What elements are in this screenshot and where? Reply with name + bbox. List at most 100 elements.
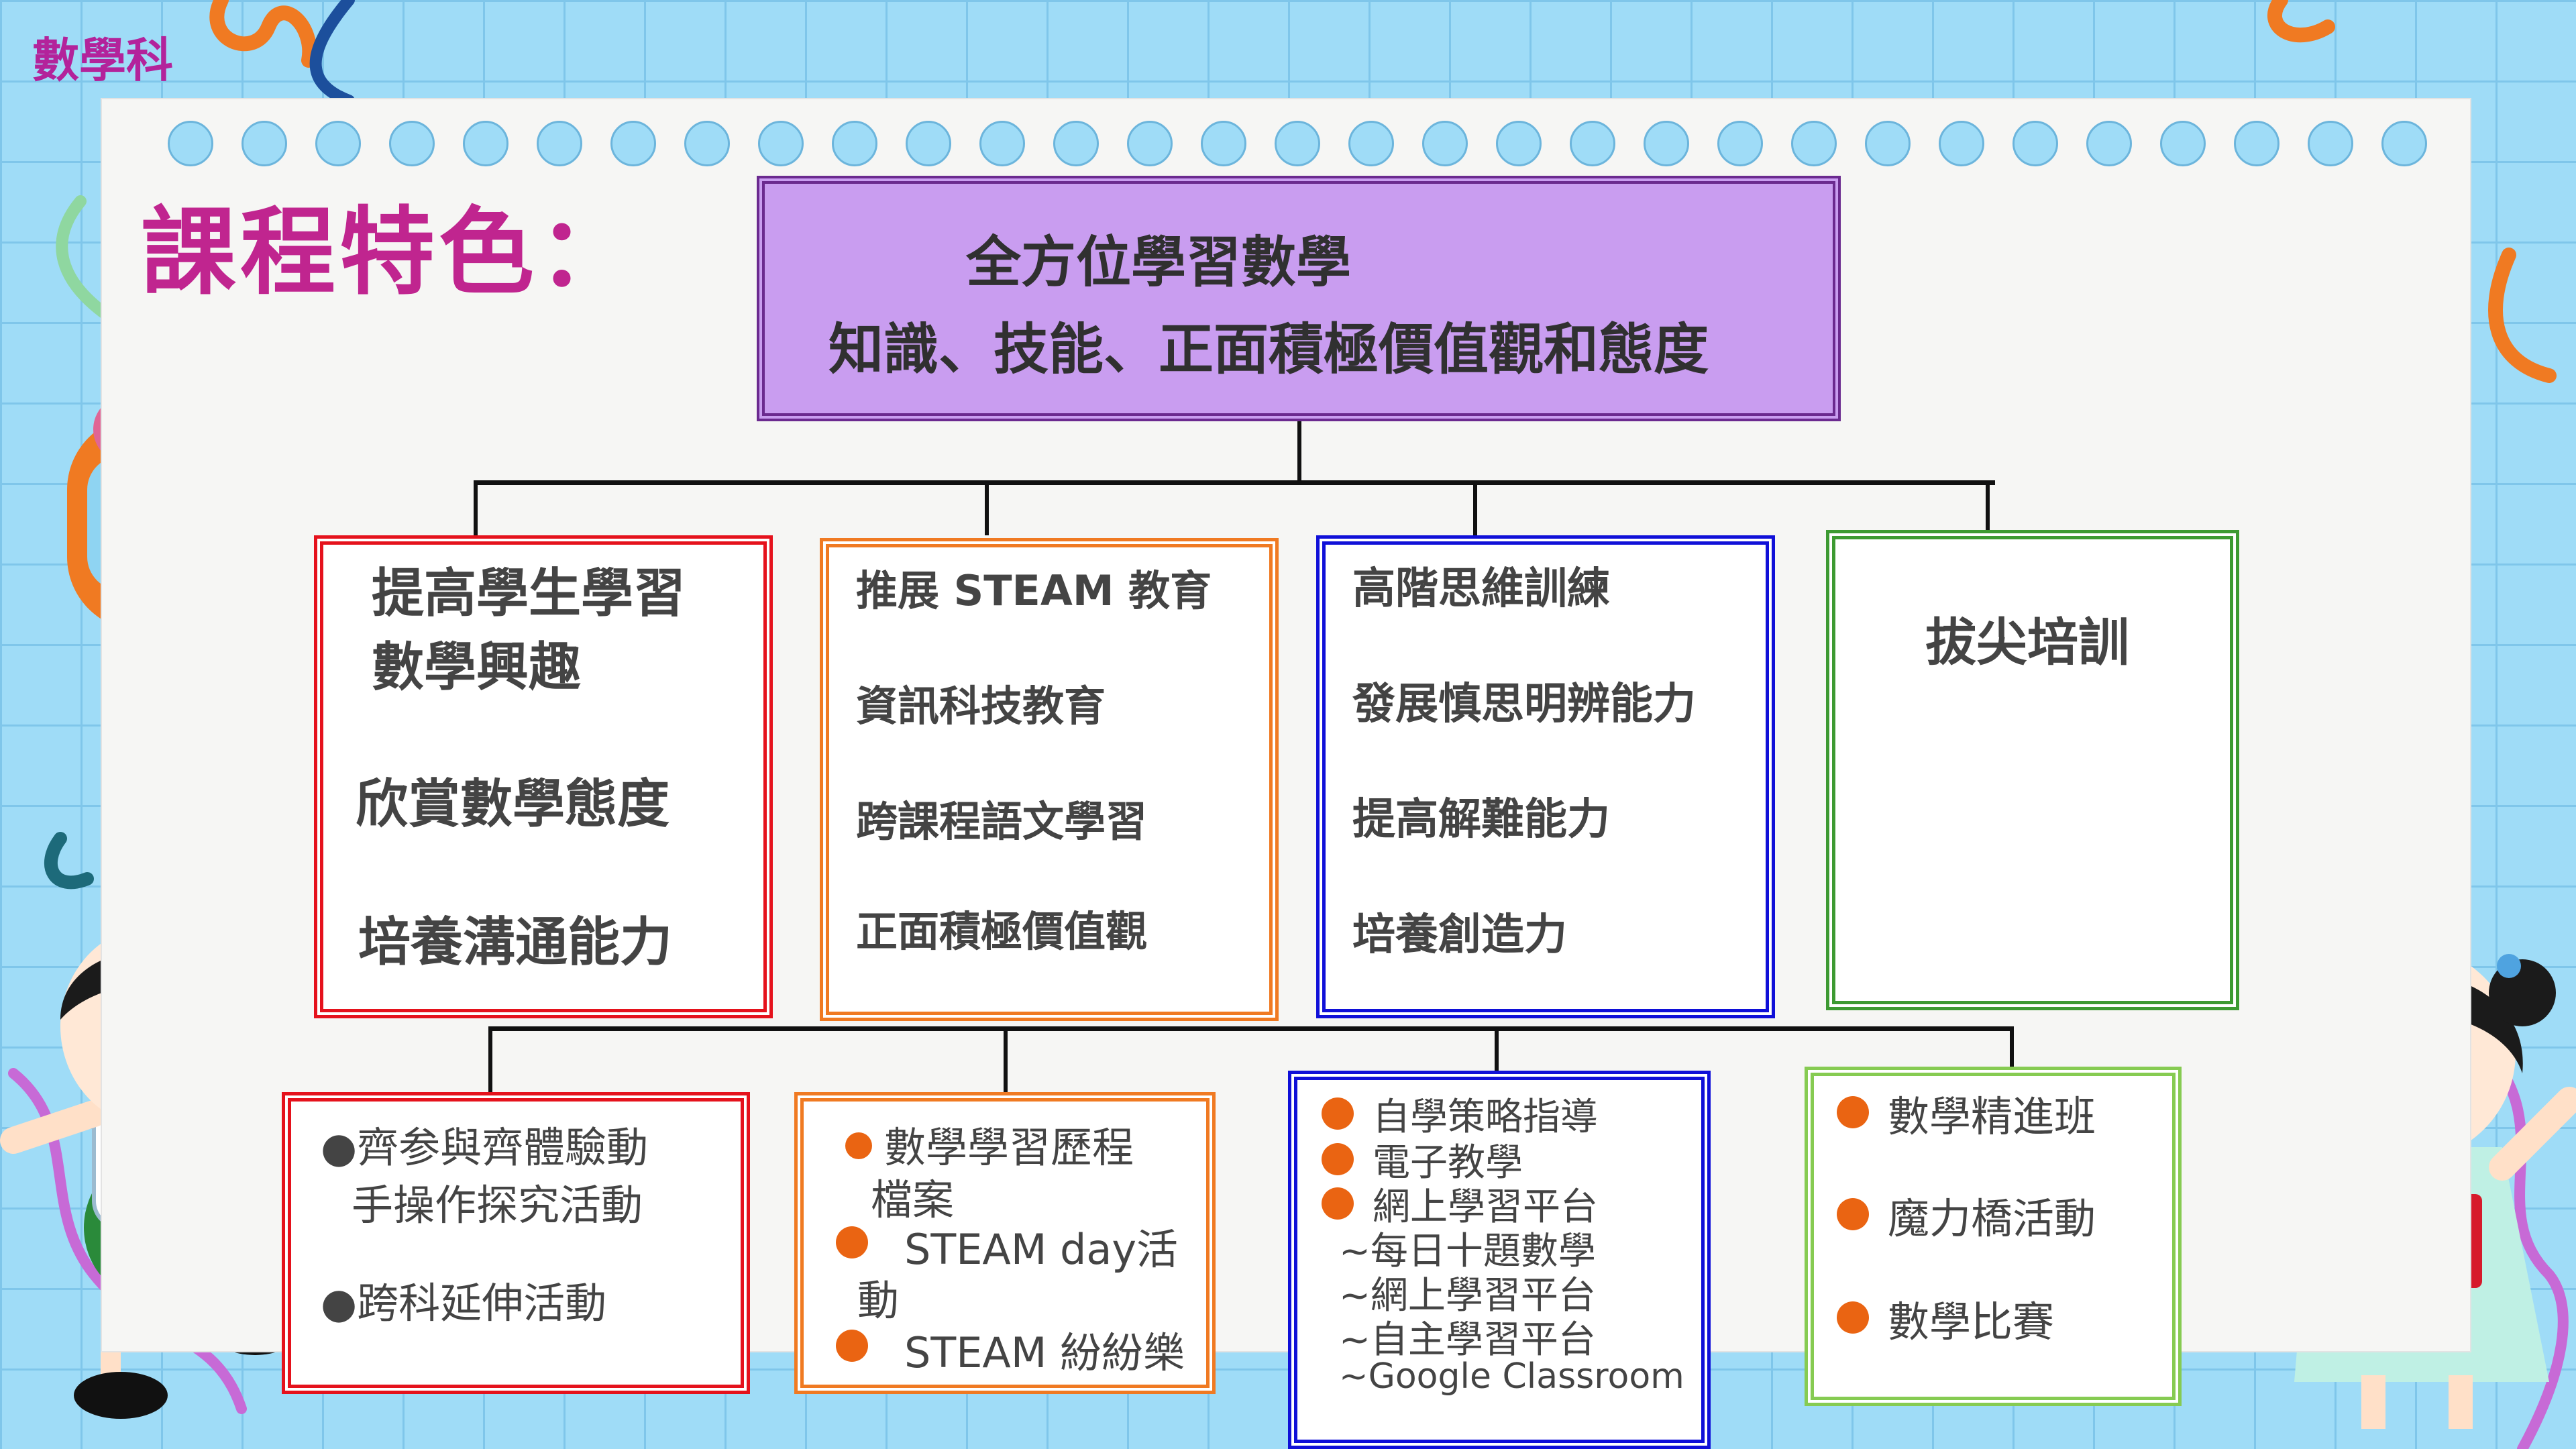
activity-box-4: 數學精進班 魔力橋活動 數學比賽: [1805, 1067, 2182, 1406]
activity-item: 檔案: [871, 1175, 955, 1224]
goal-item: 數學興趣: [372, 637, 582, 698]
goal-item: 推展 STEAM 教育: [856, 566, 1212, 615]
notebook-hole: [1570, 121, 1615, 166]
notebook-hole: [1644, 121, 1689, 166]
goal-item: 發展慎思明辨能力: [1352, 680, 1696, 729]
bullet-dot: [836, 1226, 868, 1258]
notebook-hole: [537, 121, 582, 166]
activity-item: ●齊参與齊體驗動: [321, 1123, 649, 1172]
bullet-dot: [845, 1132, 872, 1159]
goal-item: 培養創造力: [1352, 910, 1567, 960]
connector-line: [488, 1026, 2014, 1031]
activity-item: STEAM day活: [904, 1225, 1179, 1274]
activity-item: ~Google Classroom: [1339, 1356, 1684, 1397]
goal-item: 培養溝通能力: [358, 912, 673, 973]
notebook-hole: [2160, 121, 2206, 166]
activity-box-2: 數學學習歷程 檔案 STEAM day活 動 STEAM 紛紛樂: [794, 1092, 1216, 1394]
goal-item: 高階思維訓練: [1352, 564, 1610, 614]
ribbon-teal-left: [44, 832, 94, 890]
connector-line: [474, 480, 1995, 485]
bullet-dot: [836, 1330, 868, 1362]
notebook-hole: [1717, 121, 1763, 166]
notebook-hole: [1939, 121, 1984, 166]
notebook-holes: [168, 121, 2427, 181]
notebook-hole: [979, 121, 1025, 166]
subject-label: 數學科: [32, 33, 173, 88]
activity-item: 動: [857, 1276, 900, 1325]
notebook-hole: [463, 121, 508, 166]
notebook-hole: [2012, 121, 2058, 166]
activity-item: 網上學習平台: [1373, 1185, 1598, 1229]
notebook-hole: [1791, 121, 1837, 166]
notebook-hole: [906, 121, 951, 166]
goal-item: 提高解難能力: [1352, 795, 1610, 845]
activity-item: ~網上學習平台: [1339, 1274, 1596, 1318]
notebook-hole: [168, 121, 213, 166]
top-box-subtitle: 知識、技能、正面積極價值觀和態度: [828, 318, 1709, 382]
goal-box-thinking: 高階思維訓練 發展慎思明辨能力 提高解難能力 培養創造力: [1316, 535, 1775, 1018]
activity-item: ●跨科延伸活動: [321, 1279, 607, 1328]
notebook-hole: [1348, 121, 1394, 166]
connector-line: [1297, 421, 1301, 483]
page-heading: 課程特色：: [141, 197, 637, 308]
notebook-hole: [1275, 121, 1320, 166]
notebook-hole: [758, 121, 804, 166]
activity-item: 數學精進班: [1888, 1092, 2096, 1141]
ribbon-orange-top-right: [2267, 0, 2335, 43]
notebook-hole: [241, 121, 287, 166]
notebook-hole: [2308, 121, 2353, 166]
notebook-hole: [1053, 121, 1099, 166]
activity-item: ~每日十題數學: [1339, 1230, 1596, 1273]
notebook-hole: [315, 121, 361, 166]
connector-line: [1495, 1026, 1499, 1092]
goal-box-gifted: 拔尖培訓: [1826, 530, 2239, 1010]
notebook-hole: [1201, 121, 1246, 166]
notebook-hole: [389, 121, 435, 166]
connector-line: [985, 480, 989, 535]
goal-item: 拔尖培訓: [1925, 612, 2129, 672]
bullet-dot: [1322, 1187, 1354, 1220]
ribbon-orange-right: [2488, 248, 2557, 383]
bullet-dot: [1837, 1096, 1869, 1128]
notebook-hole: [2086, 121, 2132, 166]
connector-line: [474, 480, 478, 535]
connector-line: [2010, 1026, 2014, 1092]
activity-item: 數學比賽: [1888, 1297, 2055, 1346]
activity-box-3: 自學策略指導 電子教學 網上學習平台 ~每日十題數學 ~網上學習平台 ~自主學習…: [1288, 1071, 1711, 1449]
top-box: 全方位學習數學 知識、技能、正面積極價值觀和態度: [757, 176, 1841, 421]
goal-box-steam: 推展 STEAM 教育 資訊科技教育 跨課程語文學習 正面積極價值觀: [820, 538, 1279, 1021]
notebook-hole: [610, 121, 656, 166]
bullet-dot: [1837, 1301, 1869, 1334]
activity-item: 自學策略指導: [1373, 1095, 1598, 1139]
connector-line: [488, 1026, 492, 1092]
notebook-hole: [1127, 121, 1173, 166]
ribbon-orange-top-left: [209, 0, 317, 68]
activity-item: 手操作探究活動: [352, 1181, 643, 1230]
activity-item: 電子教學: [1373, 1141, 1523, 1185]
top-box-title: 全方位學習數學: [966, 231, 1352, 294]
goal-item: 欣賞數學態度: [356, 774, 670, 835]
bullet-dot: [1322, 1097, 1354, 1130]
goal-item: 資訊科技教育: [856, 682, 1106, 731]
activity-item: 數學學習歷程: [884, 1123, 1134, 1172]
connector-line: [1004, 1026, 1008, 1092]
bullet-dot: [1322, 1143, 1354, 1175]
ribbon-blue-top-left: [309, 0, 355, 107]
bullet-dot: [1837, 1198, 1869, 1230]
goal-item: 正面積極價值觀: [856, 907, 1148, 956]
connector-line: [1473, 480, 1477, 535]
notebook-hole: [684, 121, 730, 166]
connector-line: [1986, 480, 1990, 535]
activity-item: ~自主學習平台: [1339, 1318, 1596, 1362]
ribbon-purple-right: [2477, 1041, 2569, 1449]
activity-item: 魔力橋活動: [1888, 1194, 2096, 1243]
notebook-hole: [2381, 121, 2427, 166]
activity-item: STEAM 紛紛樂: [904, 1328, 1185, 1377]
notebook-hole: [1422, 121, 1468, 166]
goal-item: 提高學生學習: [372, 564, 686, 624]
notebook-hole: [1865, 121, 1911, 166]
notebook-hole: [832, 121, 877, 166]
goal-item: 跨課程語文學習: [856, 797, 1148, 846]
notebook-hole: [2234, 121, 2279, 166]
notebook-hole: [1496, 121, 1542, 166]
